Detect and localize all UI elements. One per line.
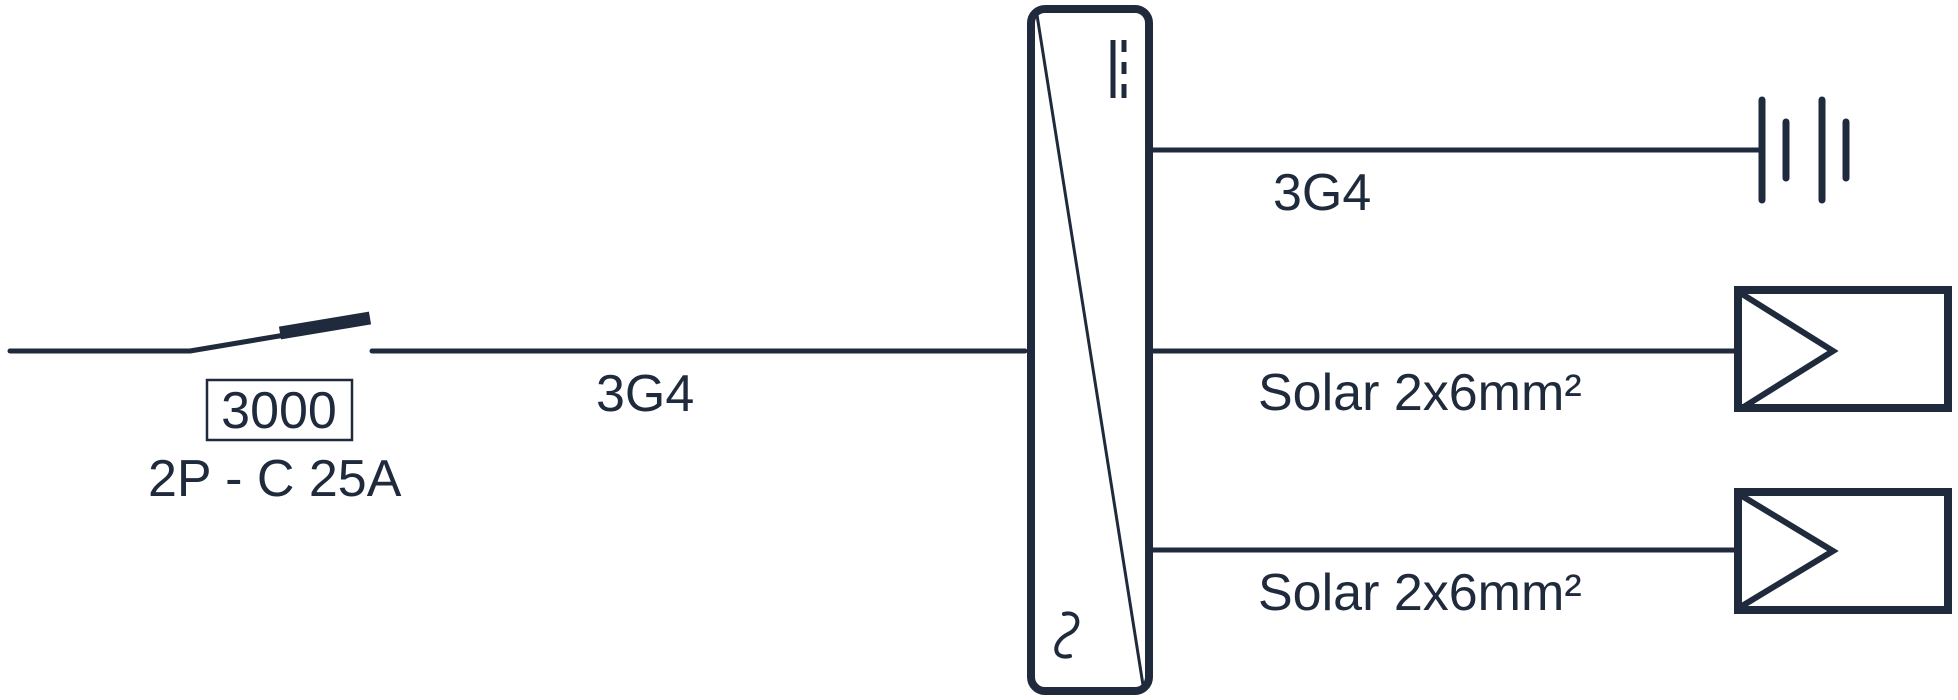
- supply-cable-label: 3G4: [596, 365, 694, 423]
- breaker-rating-code: 3000: [221, 382, 337, 440]
- solar-string-1-label: Solar 2x6mm²: [1258, 364, 1582, 422]
- solar-string-2-label: Solar 2x6mm²: [1258, 564, 1582, 622]
- earth-cable-label: 3G4: [1273, 164, 1371, 222]
- solar-panel-icon: [1734, 286, 1952, 412]
- breaker-spec-label: 2P - C 25A: [148, 450, 402, 508]
- inverter-icon: [1027, 5, 1153, 695]
- dc-symbol-icon: [1110, 40, 1127, 98]
- breaker-rating-box: 3000: [205, 378, 354, 442]
- circuit-breaker-switch-icon: [7, 311, 372, 354]
- battery-icon: [1758, 96, 1850, 204]
- solar-panel-icon: [1734, 488, 1952, 614]
- ac-sine-icon: [1054, 611, 1080, 659]
